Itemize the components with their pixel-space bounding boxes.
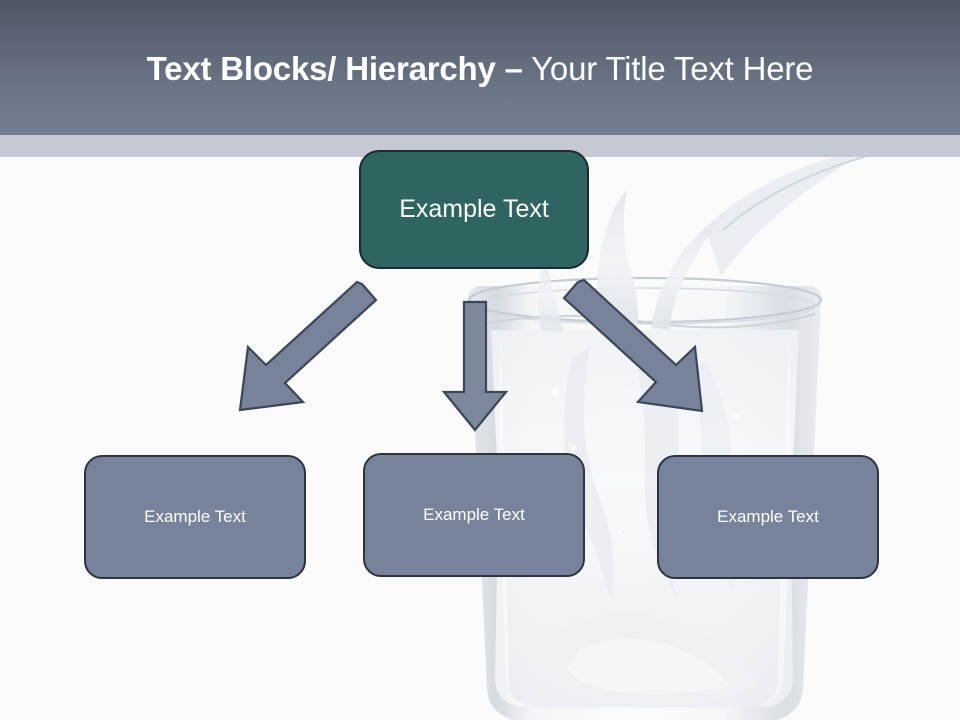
- page-title-bold: Text Blocks/ Hierarchy –: [146, 50, 523, 87]
- glass-of-water-splash-image: [467, 146, 875, 720]
- title-accent-bar: [0, 135, 960, 157]
- arrow-down-left-icon: [238, 280, 378, 412]
- hierarchy-child-box-2[interactable]: Example Text: [363, 453, 585, 577]
- hierarchy-parent-box[interactable]: Example Text: [359, 150, 589, 269]
- hierarchy-child-box-1[interactable]: Example Text: [84, 455, 306, 579]
- page-title: Text Blocks/ Hierarchy – Your Title Text…: [0, 48, 960, 90]
- hierarchy-child-label-1: Example Text: [144, 507, 246, 526]
- title-banner: [0, 0, 960, 135]
- hierarchy-child-label-2: Example Text: [423, 505, 525, 524]
- page-title-light: Your Title Text Here: [522, 50, 814, 87]
- hierarchy-child-label-3: Example Text: [717, 507, 819, 526]
- hierarchy-child-box-3[interactable]: Example Text: [657, 455, 879, 579]
- arrow-down-icon: [441, 300, 509, 432]
- arrow-down-right-icon: [562, 278, 704, 413]
- hierarchy-parent-label: Example Text: [399, 195, 549, 223]
